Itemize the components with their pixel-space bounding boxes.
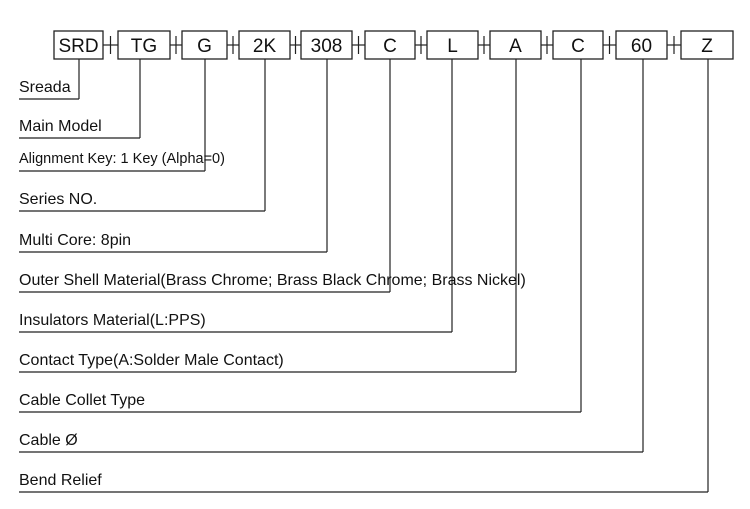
code-segment: A (509, 36, 522, 57)
field-label: Sreada (19, 79, 71, 96)
box-separator (667, 36, 681, 54)
leader-line (19, 59, 709, 493)
code-box: C (552, 30, 604, 60)
leader-line (19, 59, 80, 100)
connector-lines (19, 36, 709, 493)
code-box: 2K (238, 30, 291, 60)
code-segment: C (383, 36, 397, 57)
field-label: Alignment Key: 1 Key (Alpha=0) (19, 151, 225, 167)
leader-line (19, 59, 328, 253)
code-box: 308 (300, 30, 353, 60)
code-box: TG (117, 30, 171, 60)
code-segment: Z (701, 36, 713, 57)
code-segment: 2K (253, 36, 277, 57)
box-separator (603, 36, 616, 54)
box-separator (415, 36, 427, 54)
code-box: A (489, 30, 542, 60)
code-box: SRD (53, 30, 104, 60)
code-box: G (181, 30, 228, 60)
code-segment: L (447, 36, 458, 57)
field-label: Contact Type(A:Solder Male Contact) (19, 352, 284, 369)
box-separator (352, 36, 365, 54)
code-segment: 308 (311, 36, 343, 57)
leader-line (19, 59, 391, 293)
field-label: Main Model (19, 118, 102, 135)
field-label: Bend Relief (19, 472, 102, 489)
leader-line (19, 59, 644, 453)
code-box: L (426, 30, 479, 60)
box-separator (541, 36, 553, 54)
code-boxes: SRD TG G 2K 308 C L A C 60 Z (53, 30, 734, 60)
leader-line (19, 59, 582, 413)
leader-line (19, 59, 517, 373)
code-segment: G (197, 36, 212, 57)
leader-line (19, 59, 206, 172)
code-segment: SRD (58, 36, 98, 57)
box-separator (478, 36, 490, 54)
field-label: Series NO. (19, 191, 97, 208)
field-label: Multi Core: 8pin (19, 232, 131, 249)
field-label: Outer Shell Material(Brass Chrome; Brass… (19, 272, 526, 289)
code-segment: C (571, 36, 585, 57)
leader-line (19, 59, 266, 212)
code-segment: 60 (631, 36, 652, 57)
box-separator (103, 36, 118, 54)
code-box: C (364, 30, 416, 60)
box-separator (290, 36, 301, 54)
field-label: Cable Ø (19, 432, 78, 449)
box-separator (227, 36, 239, 54)
field-label: Insulators Material(L:PPS) (19, 312, 206, 329)
code-box: 60 (615, 30, 668, 60)
box-separator (170, 36, 182, 54)
field-label: Cable Collet Type (19, 392, 145, 409)
leader-line (19, 59, 141, 139)
code-segment: TG (131, 36, 157, 57)
code-box: Z (680, 30, 734, 60)
leader-line (19, 59, 453, 333)
